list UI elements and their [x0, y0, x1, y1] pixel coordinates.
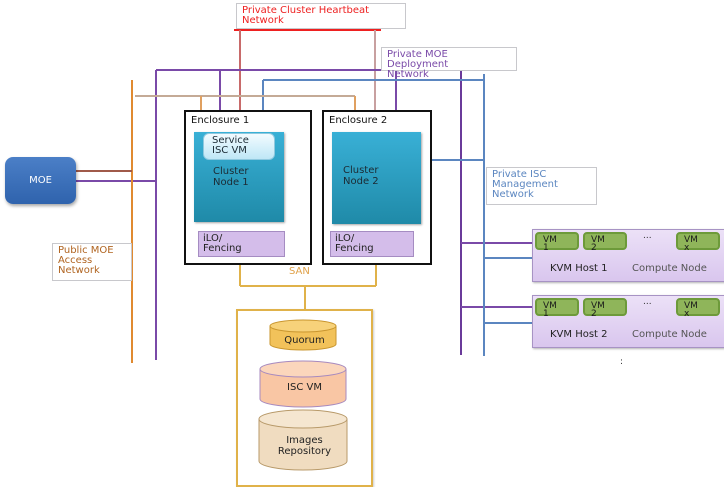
shared-storage: Quorum ISC VM Images Repository — [236, 309, 373, 487]
enclosure-2-ilo-fencing: iLO/ Fencing — [330, 231, 414, 257]
vm-2: VM 2 — [583, 232, 627, 253]
san-label: SAN — [289, 266, 310, 277]
more-hosts-marker: : — [620, 357, 624, 367]
moe-label: MOE — [29, 175, 52, 186]
kvm-host-2: VM 1 VM 2 ... VM x KVM Host 2 Compute No… — [532, 295, 724, 348]
quorum-label: Quorum — [284, 335, 325, 346]
enclosure-2: Enclosure 2 Cluster Node 2 iLO/ Fencing — [322, 110, 432, 265]
kvm-host-2-name: KVM Host 2 — [550, 329, 608, 340]
vm-1: VM 1 — [535, 232, 579, 253]
kvm-host-1-role: Compute Node — [632, 263, 707, 274]
public-access-network-label: Public MOE Access Network — [52, 243, 132, 281]
vm-x: VM x — [676, 232, 720, 253]
enclosure-1: Enclosure 1 Cluster Node 1 Service ISC V… — [184, 110, 312, 265]
moe-node: MOE — [5, 157, 76, 204]
cluster-node-1-label: Cluster Node 1 — [213, 166, 249, 188]
storage-cylinders — [258, 319, 348, 471]
service-isc-vm: Service ISC VM — [203, 133, 275, 160]
deployment-network-label: Private MOE Deployment Network — [381, 47, 517, 80]
management-network-label: Private ISC Management Network — [486, 167, 597, 205]
vm-2: VM 2 — [583, 298, 627, 319]
vm-ellipsis: ... — [643, 231, 652, 241]
enclosure-1-ilo-fencing: iLO/ Fencing — [198, 231, 285, 257]
images-repository-cylinder-icon — [258, 409, 348, 471]
cluster-node-2: Cluster Node 2 — [332, 132, 421, 224]
cluster-node-2-label: Cluster Node 2 — [343, 165, 379, 187]
enclosure-1-title: Enclosure 1 — [191, 115, 250, 126]
isc-vm-storage-label: ISC VM — [287, 382, 322, 393]
images-repository-label: Images Repository — [277, 435, 332, 457]
vm-x: VM x — [676, 298, 720, 319]
vm-ellipsis: ... — [643, 297, 652, 307]
vm-1: VM 1 — [535, 298, 579, 319]
quorum-cylinder-icon — [269, 319, 337, 351]
enclosure-2-title: Enclosure 2 — [329, 115, 388, 126]
kvm-host-1-name: KVM Host 1 — [550, 263, 608, 274]
isc-vm-cylinder-icon — [259, 360, 347, 408]
kvm-host-1: VM 1 VM 2 ... VM x KVM Host 1 Compute No… — [532, 229, 724, 282]
kvm-host-2-role: Compute Node — [632, 329, 707, 340]
heartbeat-network-label: Private Cluster Heartbeat Network — [236, 3, 406, 29]
